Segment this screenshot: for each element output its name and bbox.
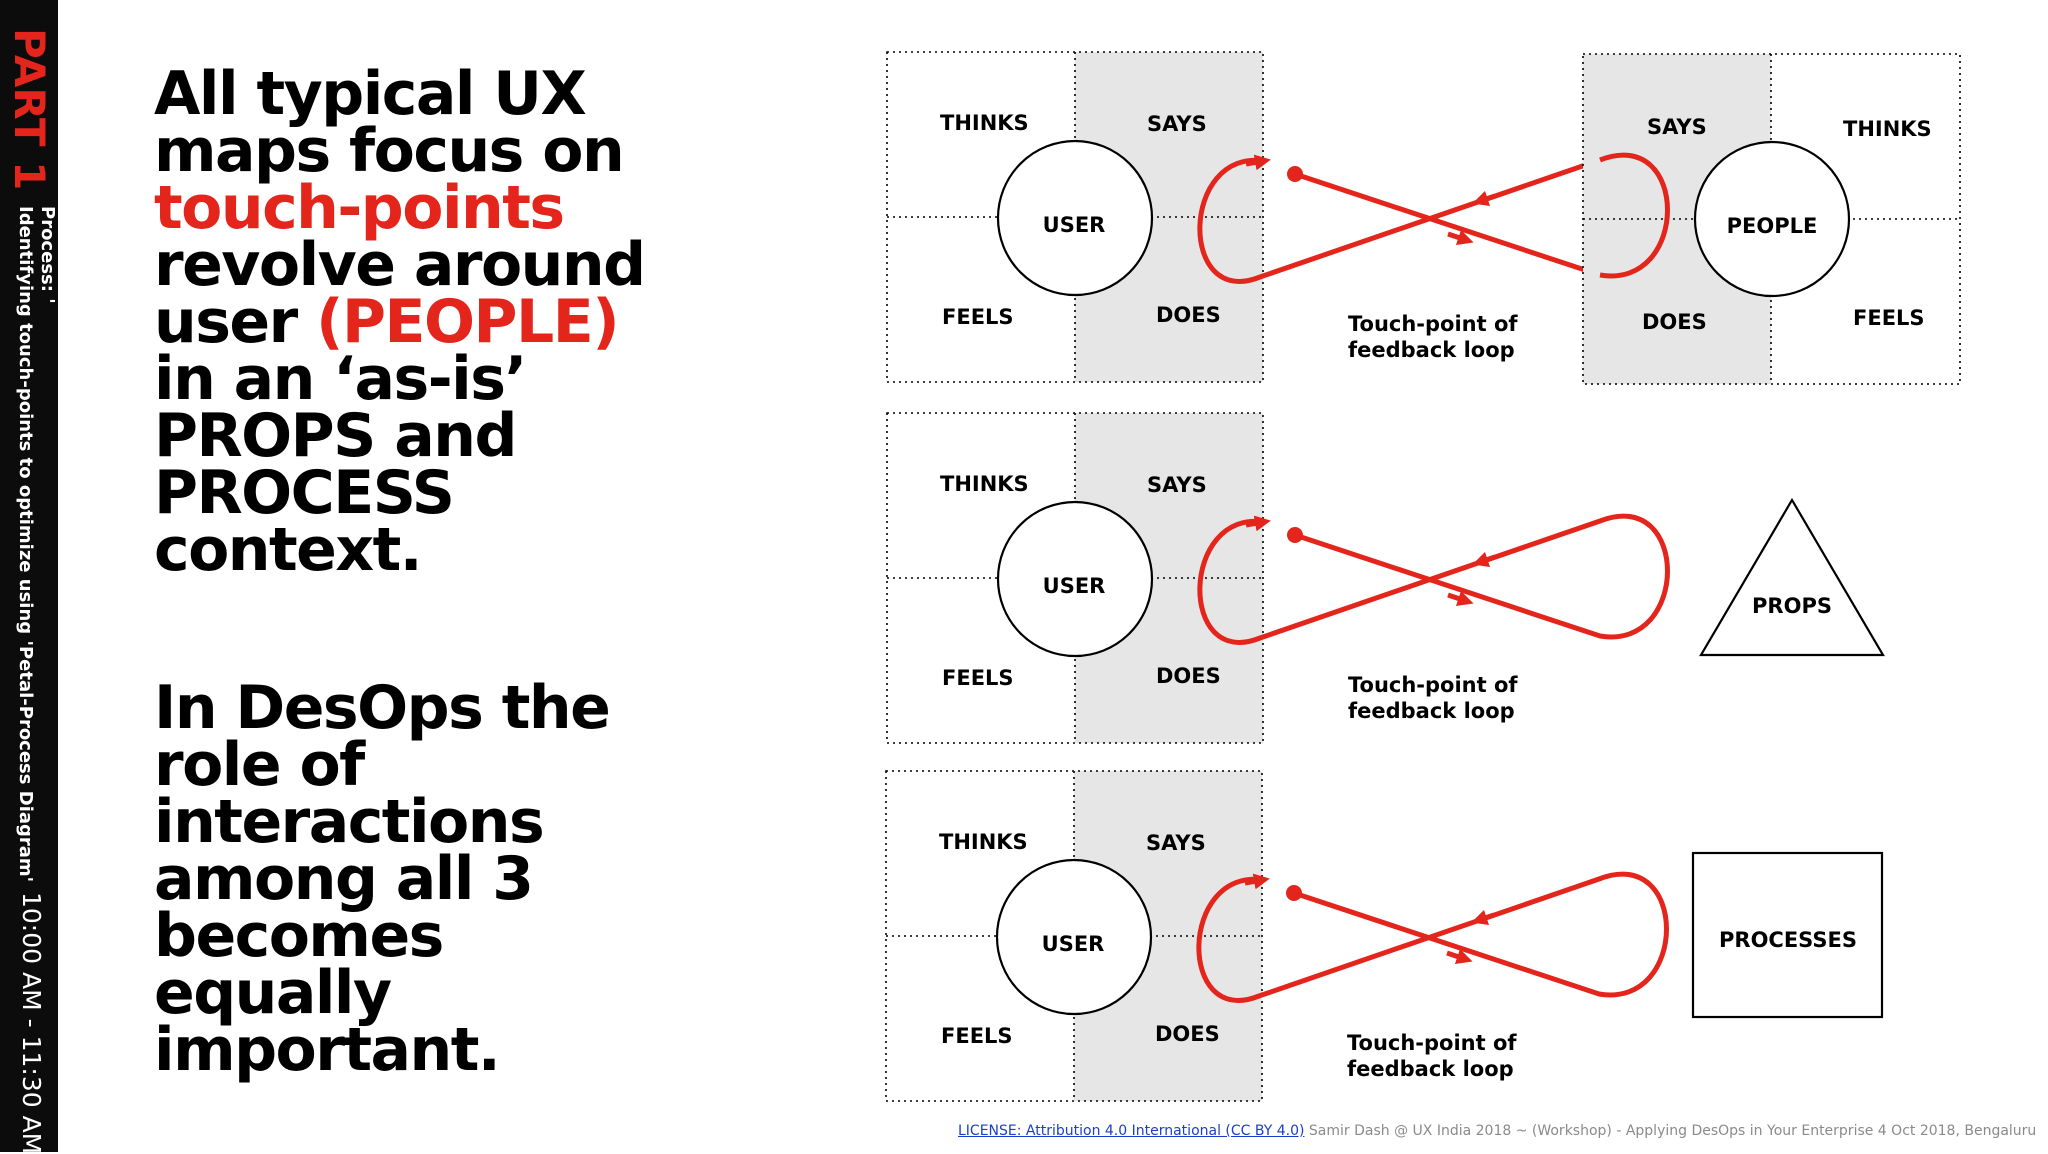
diagram-row-people: THINKS SAYS FEELS DOES USER Touch-point … — [885, 50, 1961, 385]
processes-square-icon — [1691, 851, 1884, 1019]
heading1-line1: All typical UX — [154, 59, 587, 129]
heading2-line6: equally — [154, 958, 392, 1028]
heading1-people: (PEOPLE) — [316, 287, 620, 357]
people-circle-label: PEOPLE — [1727, 214, 1818, 238]
heading2-line5: becomes — [154, 901, 444, 971]
people-label-says: SAYS — [1647, 115, 1707, 139]
heading1-line5: user (PEOPLE) — [154, 292, 714, 352]
touchpoint-line1: Touch-point of — [1347, 1031, 1517, 1055]
label-thinks: THINKS — [939, 830, 1028, 854]
heading-ux-maps: All typical UX maps focus on touch-point… — [154, 59, 714, 585]
user-circle-label: USER — [1043, 574, 1106, 598]
heading1-user: user — [154, 287, 317, 357]
heading1-line9: context. — [154, 515, 423, 585]
props-triangle-icon — [1699, 497, 1885, 657]
heading1-line7: PROPS and — [154, 401, 517, 471]
touchpoint-line1: Touch-point of — [1348, 673, 1518, 697]
touchpoint-line1: Touch-point of — [1348, 312, 1518, 336]
touchpoint-line2: feedback loop — [1348, 699, 1515, 723]
label-says: SAYS — [1146, 831, 1206, 855]
heading2-line3: interactions — [154, 787, 545, 857]
label-does: DOES — [1156, 303, 1221, 327]
people-label-thinks: THINKS — [1843, 117, 1932, 141]
heading1-line2: maps focus on — [154, 116, 625, 186]
touchpoint-line2: feedback loop — [1348, 338, 1515, 362]
user-circle-label: USER — [1042, 932, 1105, 956]
heading1-line4: revolve around — [154, 230, 646, 300]
label-does: DOES — [1155, 1022, 1220, 1046]
people-circle — [1693, 140, 1851, 298]
people-label-does: DOES — [1642, 310, 1707, 334]
heading2-line2: role of — [154, 730, 365, 800]
props-label: PROPS — [1752, 594, 1832, 618]
diagram-row-processes: THINKS SAYS FEELS DOES USER Touch-point … — [884, 769, 1884, 1103]
label-does: DOES — [1156, 664, 1221, 688]
diagram-row-props: THINKS SAYS FEELS DOES USER Touch-point … — [885, 411, 1885, 745]
heading2-line7: important. — [154, 1015, 501, 1085]
heading1-touch-points: touch-points — [154, 173, 565, 243]
footer-credit-text: Samir Dash @ UX India 2018 ~ (Workshop) … — [1304, 1123, 2037, 1139]
people-label-feels: FEELS — [1853, 306, 1925, 330]
touchpoint-line2: feedback loop — [1347, 1057, 1514, 1081]
heading2-line4: among all 3 — [154, 844, 534, 914]
sidebar: PART 1 Process: ' Identifying touch-poin… — [0, 0, 58, 1154]
heading1-line6: in an ‘as-is’ — [154, 344, 527, 414]
label-says: SAYS — [1147, 473, 1207, 497]
label-feels: FEELS — [942, 305, 1014, 329]
footer-credit: LICENSE: Attribution 4.0 International (… — [958, 1123, 2036, 1139]
heading1-line8: PROCESS — [154, 458, 455, 528]
user-circle-label: USER — [1043, 213, 1106, 237]
heading2-line1: In DesOps the — [154, 673, 611, 743]
heading-desops: In DesOps the role of interactions among… — [154, 673, 714, 1085]
label-says: SAYS — [1147, 112, 1207, 136]
license-link[interactable]: LICENSE: Attribution 4.0 International (… — [958, 1123, 1305, 1139]
label-feels: FEELS — [942, 666, 1014, 690]
label-thinks: THINKS — [940, 472, 1029, 496]
label-feels: FEELS — [941, 1024, 1013, 1048]
processes-label: PROCESSES — [1719, 928, 1857, 952]
label-thinks: THINKS — [940, 111, 1029, 135]
